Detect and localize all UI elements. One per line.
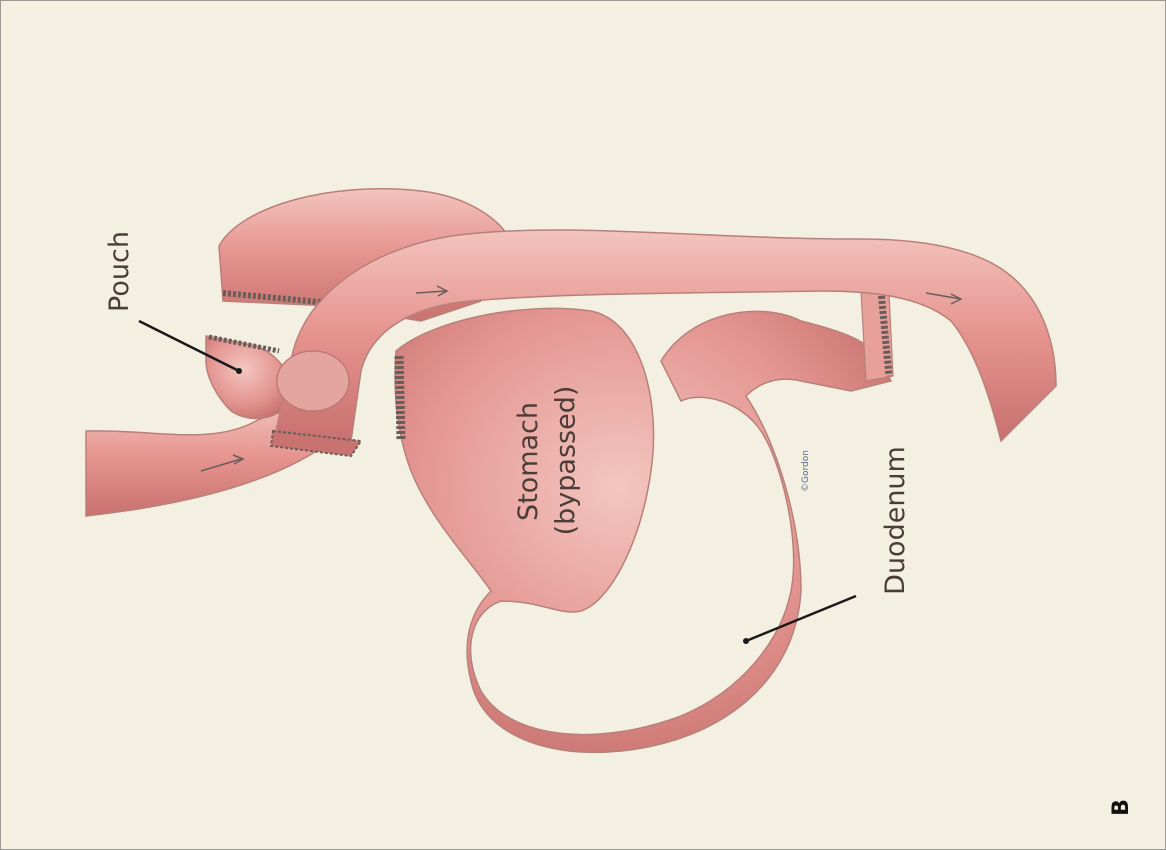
roux-limb: [276, 230, 1056, 441]
duodenum-label: Duodenum: [880, 446, 911, 595]
bypassed-stomach: [395, 308, 891, 752]
panel-letter: B: [1109, 799, 1134, 816]
stomach-label: Stomach: [513, 402, 544, 521]
stomach-bypassed-label: (bypassed): [550, 386, 581, 536]
pouch-label: Pouch: [104, 231, 135, 312]
duodenum-leader-line: [746, 596, 856, 641]
anastomosis: [277, 351, 349, 411]
artist-signature: ©Gordon: [801, 450, 811, 492]
stomach-staple-line: [399, 356, 401, 439]
